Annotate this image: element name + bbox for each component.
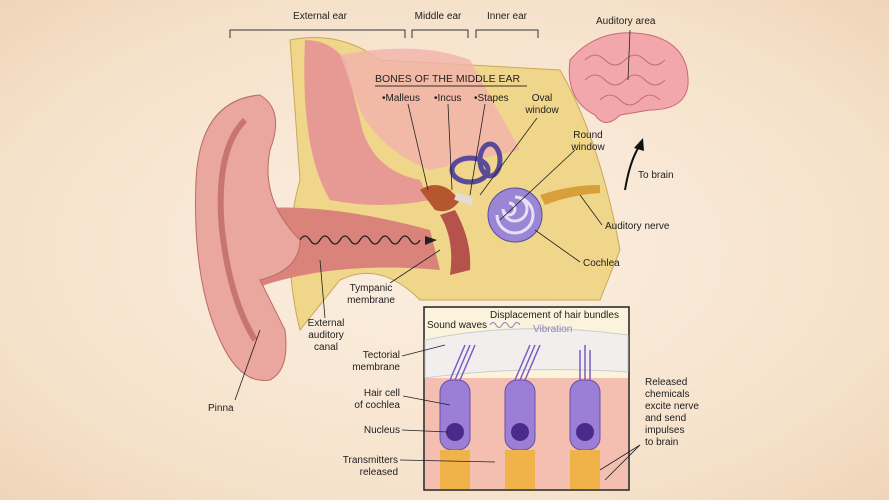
vibration-label: Vibration <box>533 324 573 335</box>
pinna <box>195 94 301 381</box>
chemicals-line-3: excite nerve <box>645 401 699 412</box>
pinna-label: Pinna <box>208 403 234 414</box>
region-brackets <box>229 29 539 38</box>
tympanic-line-2: membrane <box>347 295 395 306</box>
tectorial-line-1: Tectorial <box>362 350 400 361</box>
to-brain-label: To brain <box>638 170 674 181</box>
chemicals-line-4: and send <box>645 413 687 424</box>
auditory-area-label: Auditory area <box>596 16 656 27</box>
tympanic-membrane <box>440 210 471 275</box>
canal-line-2: auditory <box>308 330 344 341</box>
released-chemicals-label: Released chemicals excite nerve and send… <box>645 377 699 449</box>
upper-tissue <box>340 48 520 170</box>
chemicals-line-2: chemicals <box>645 389 690 400</box>
sound-waves-label: Sound waves <box>427 320 488 331</box>
to-brain-arrow <box>624 144 641 191</box>
inner-ear <box>449 141 543 243</box>
chemicals-line-1: Released <box>645 377 688 388</box>
region-inner-ear: Inner ear <box>486 11 528 22</box>
canal-line-3: canal <box>314 342 338 353</box>
tympanic-line-1: Tympanic <box>349 283 393 294</box>
tectorial-line-2: membrane <box>352 362 400 373</box>
brain <box>568 32 689 123</box>
chemicals-line-5: impulses <box>645 425 685 436</box>
hair-cell-inset <box>423 306 630 491</box>
bones-title: BONES OF THE MIDDLE EAR <box>375 73 521 85</box>
hair-cell-line-2: of cochlea <box>354 400 400 411</box>
auditory-nerve <box>540 185 600 205</box>
inset-leader-lines <box>399 344 641 481</box>
inset-title: Displacement of hair bundles <box>490 310 619 321</box>
malleus-label: •Malleus <box>382 93 420 104</box>
oval-window-line-1: Oval <box>531 93 553 104</box>
cochlea-label: Cochlea <box>583 258 620 269</box>
hair-cell-line-1: Hair cell <box>363 388 400 399</box>
transmitters-line-2: released <box>359 467 398 478</box>
ossicles <box>420 185 460 212</box>
oval-window-line-2: window <box>525 105 559 116</box>
chemicals-line-6: to brain <box>645 437 679 448</box>
auditory-nerve-label: Auditory nerve <box>605 221 670 232</box>
incus-label: •Incus <box>434 93 462 104</box>
leader-lines <box>234 29 631 401</box>
transmitters-line-1: Transmitters <box>342 455 398 466</box>
stapes-label: •Stapes <box>474 93 509 104</box>
round-window-line-1: Round <box>573 130 603 141</box>
region-external-ear: External ear <box>293 11 347 22</box>
nucleus-label: Nucleus <box>363 425 400 436</box>
region-middle-ear: Middle ear <box>414 11 462 22</box>
round-window-line-2: window <box>571 142 605 153</box>
skin-layer <box>304 40 430 205</box>
canal-line-1: External <box>307 318 345 329</box>
